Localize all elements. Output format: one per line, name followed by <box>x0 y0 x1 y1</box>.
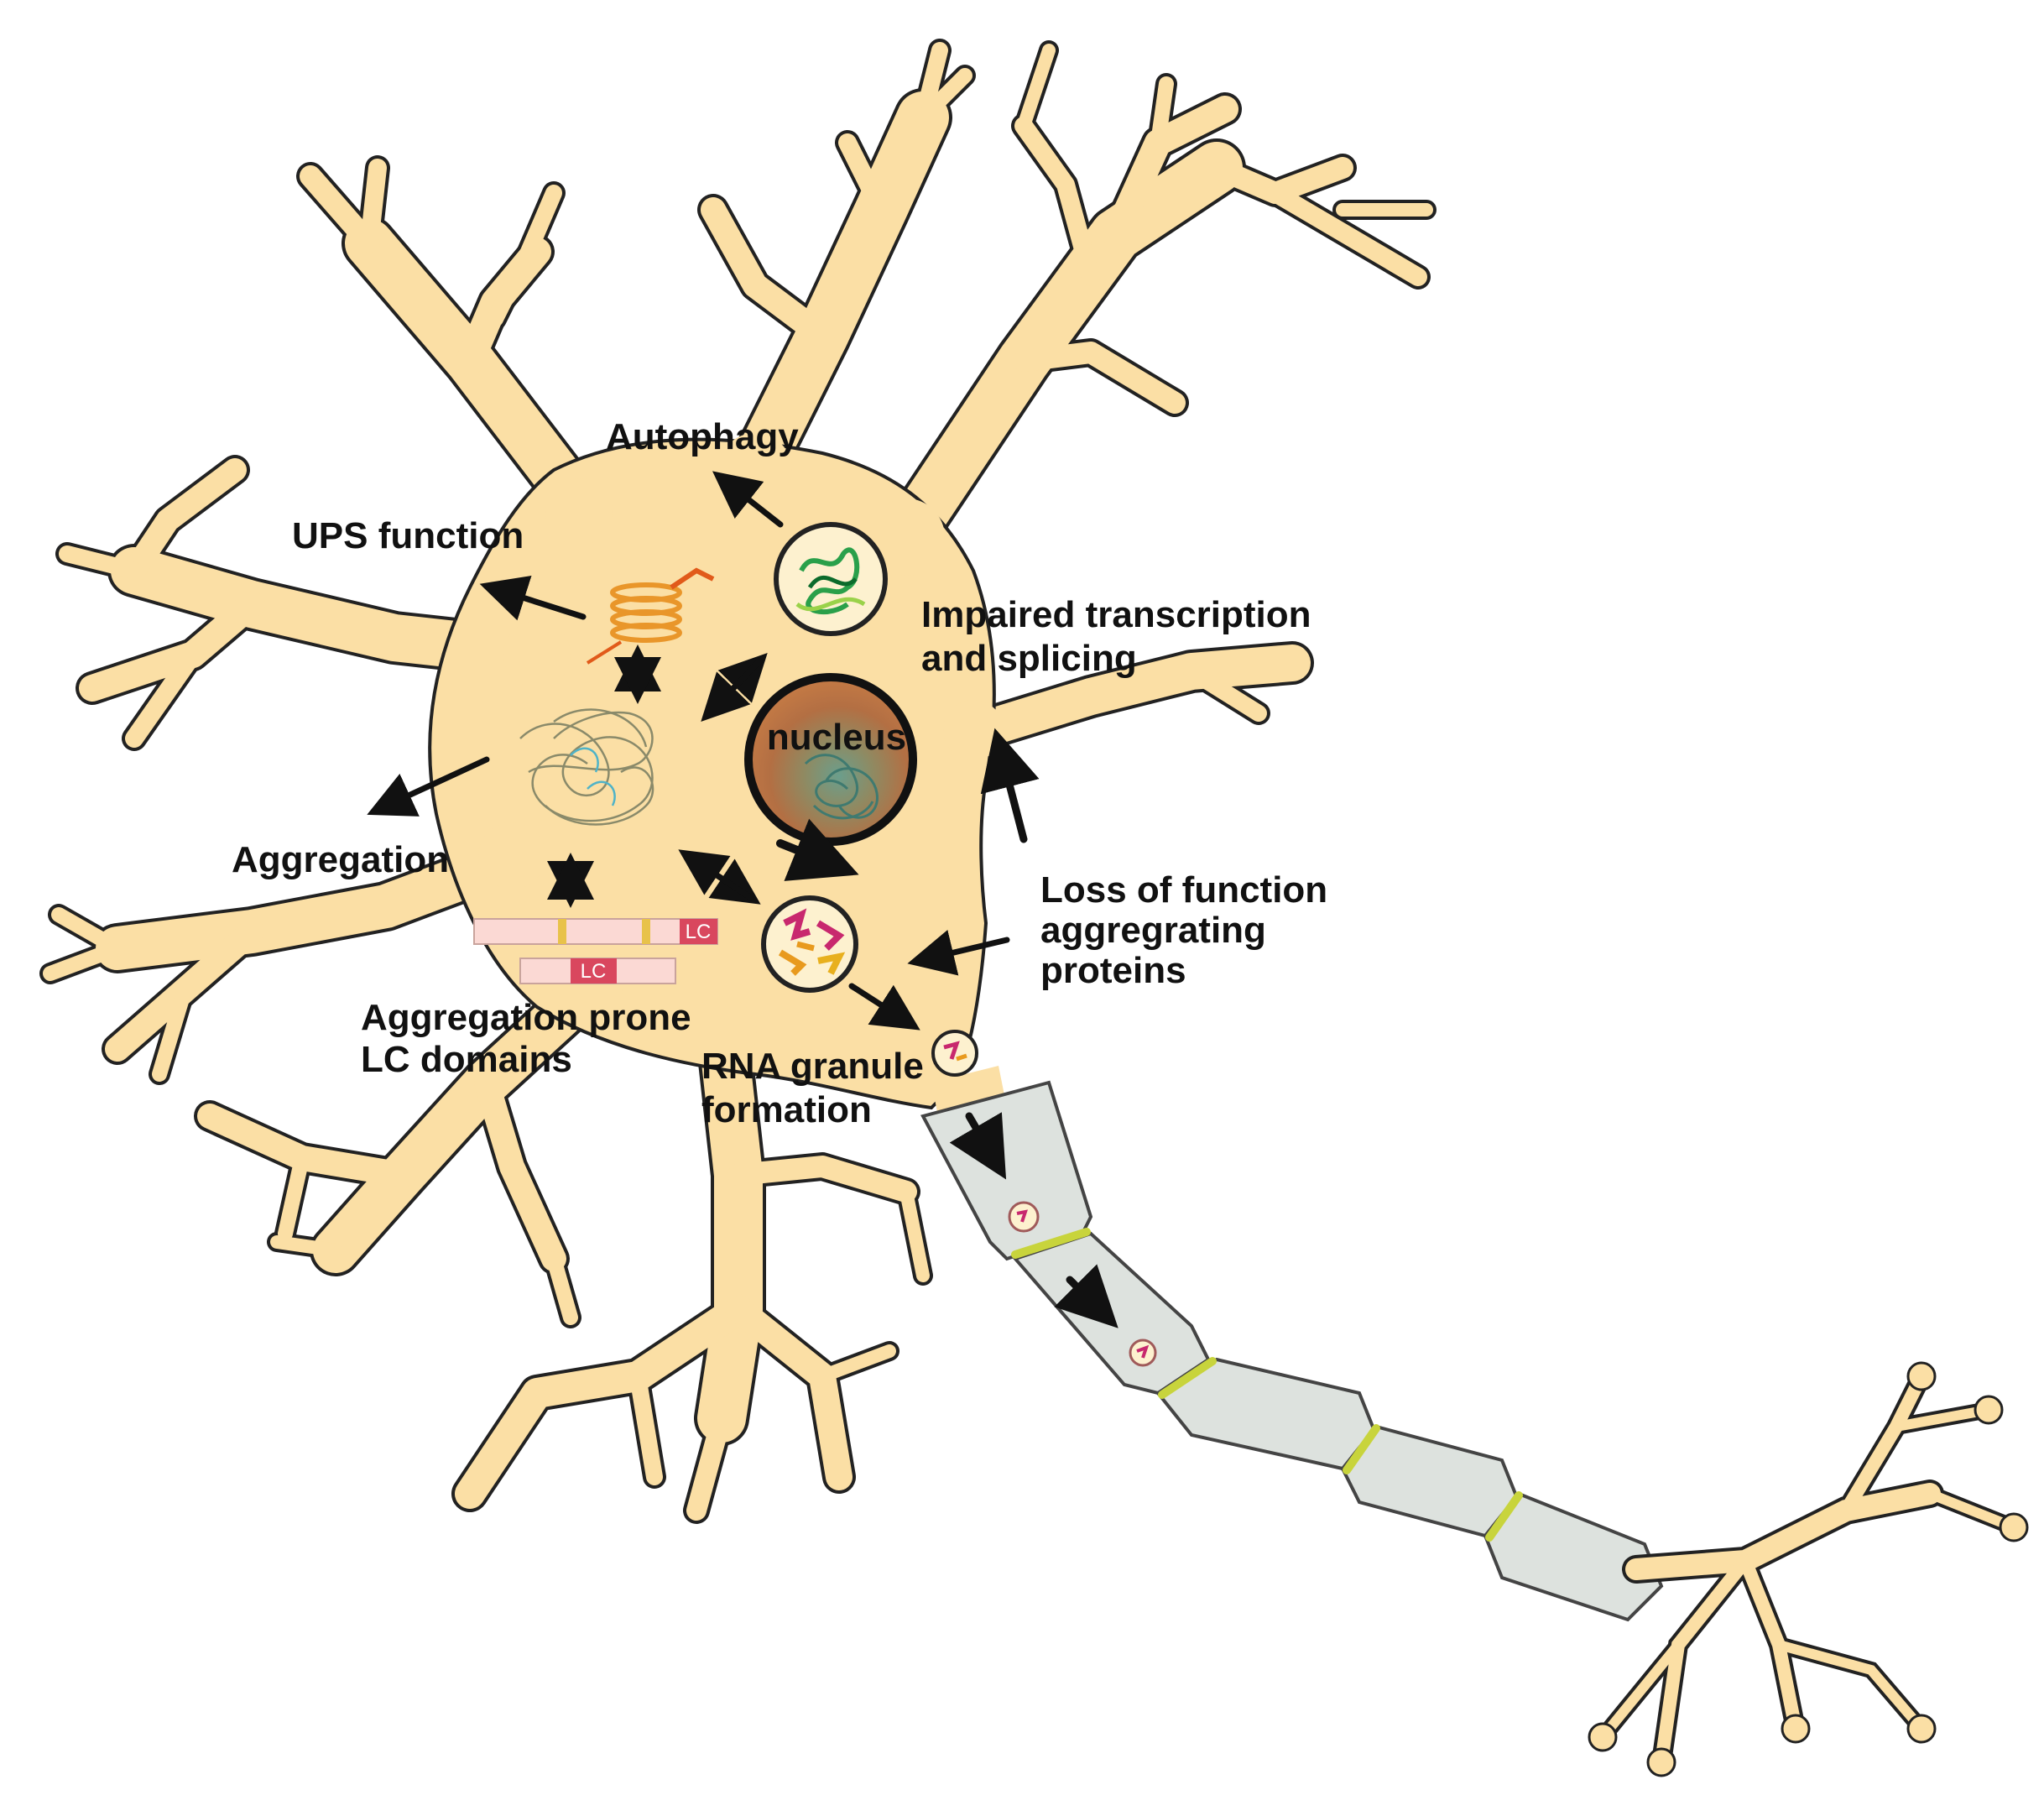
arrow-to-aggregation <box>367 756 490 817</box>
nucleus-label: nucleus <box>767 717 906 758</box>
arrow-to-nucleus <box>776 818 859 881</box>
myelin-sheath <box>920 1080 1664 1622</box>
axon <box>920 1066 2029 1777</box>
arrows <box>367 471 1118 1328</box>
autophagosome <box>774 522 888 636</box>
arrow-to-autophagy <box>712 471 784 528</box>
proteasome <box>586 567 715 665</box>
terminal-buttons <box>1588 1361 2029 1777</box>
label-aggregation: Aggregation <box>232 839 450 880</box>
label-rna-line2: formation <box>701 1089 872 1130</box>
nucleus: nucleus <box>744 673 917 846</box>
label-ups-function: UPS function <box>292 515 524 556</box>
label-lc-domains-line2: LC domains <box>361 1039 572 1080</box>
dendrite-fills <box>43 42 1433 1521</box>
label-lc-domains-line1: Aggregation prone <box>361 997 691 1038</box>
chromatin <box>804 754 879 820</box>
arrow-rna-transport <box>848 983 920 1031</box>
arrow-axon-2 <box>1054 1264 1118 1328</box>
lc-bar-upper <box>473 918 718 945</box>
lc-tag-upper-label: LC <box>686 921 712 943</box>
arrow-to-impaired <box>980 728 1040 843</box>
label-loss-line2: aggregrating <box>1040 910 1266 951</box>
lc-tag-upper <box>680 919 717 944</box>
label-autophagy: Autophagy <box>606 416 799 457</box>
label-loss-line1: Loss of function <box>1040 869 1328 911</box>
transported-granules <box>931 1030 1157 1367</box>
label-impaired-line1: Impaired transcription <box>921 594 1311 635</box>
lc-tag-lower-label: LC <box>581 960 607 983</box>
label-rna-line1: RNA granule <box>701 1046 924 1087</box>
dendrites <box>39 39 1437 1524</box>
label-impaired-line2: and splicing <box>921 638 1137 679</box>
axon-terminal-fill <box>1598 1370 2019 1769</box>
rna-granule <box>761 895 858 993</box>
arrow-to-rna <box>907 930 1010 976</box>
arrow-to-ups <box>479 576 587 621</box>
arrow-axon-1 <box>949 1112 1007 1180</box>
protein-aggregate <box>519 708 654 826</box>
lc-tag-lower <box>571 958 617 984</box>
label-loss-line3: proteins <box>1040 950 1186 991</box>
lc-domain-bars: LC LC <box>473 918 718 984</box>
nodes-of-ranvier <box>1011 1228 1523 1542</box>
